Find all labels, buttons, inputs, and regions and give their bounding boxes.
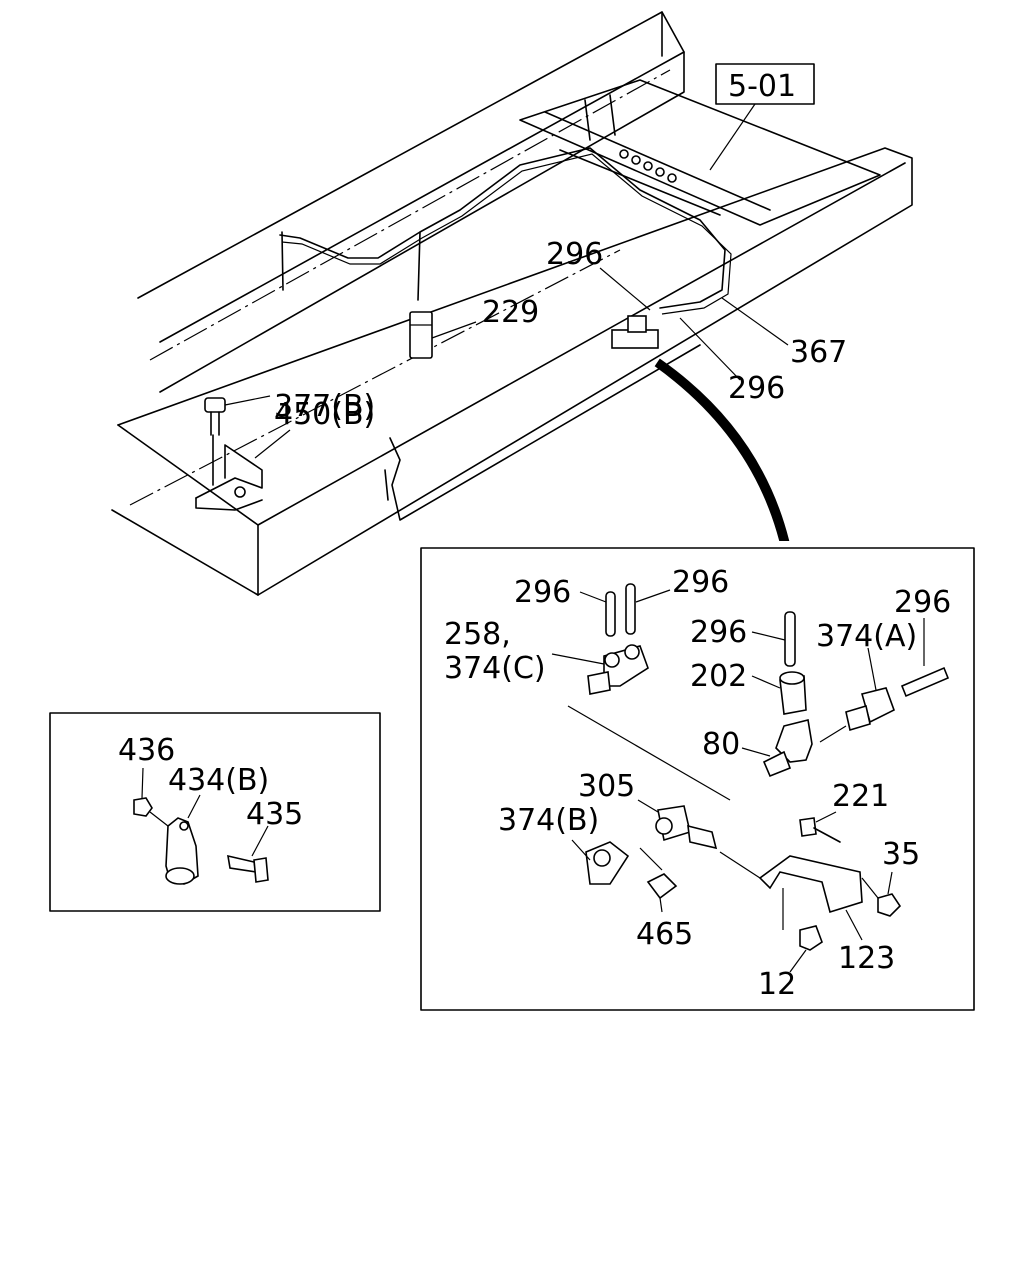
clamp-labels: 436 434(B) 435 [118, 733, 303, 832]
label-374c: 374(C) [444, 651, 546, 686]
label-221: 221 [832, 779, 889, 814]
label-465: 465 [636, 917, 693, 952]
detail-labels: 296 296 258, 374(C) 296 296 374(A) 202 8… [444, 565, 951, 1002]
label-374a: 374(A) [816, 619, 917, 654]
ref-box-label: 5-01 [728, 69, 796, 104]
label-434b: 434(B) [168, 763, 269, 798]
label-305: 305 [578, 769, 635, 804]
label-296-a: 296 [514, 575, 571, 610]
detail-box-clamp [49, 712, 381, 912]
label-450b: 450(B) [274, 397, 375, 432]
detail-box-fittings [420, 547, 975, 1011]
label-374b: 374(B) [498, 803, 599, 838]
label-229: 229 [482, 295, 539, 330]
main-labels: 296 229 367 296 377(B) 450(B) [274, 237, 847, 432]
label-367: 367 [790, 335, 847, 370]
label-258: 258, [444, 617, 511, 652]
label-80: 80 [702, 727, 740, 762]
label-436: 436 [118, 733, 175, 768]
ref-box-text: 5-01 [728, 69, 796, 104]
label-12: 12 [758, 967, 796, 1002]
label-435: 435 [246, 797, 303, 832]
label-377b: 377(B) [274, 389, 375, 424]
label-35: 35 [882, 837, 920, 872]
label-296-top: 296 [546, 237, 603, 272]
label-296-right: 296 [728, 371, 785, 406]
label-296-c: 296 [690, 615, 747, 650]
frame-assembly [111, 11, 913, 596]
label-296-b: 296 [672, 565, 729, 600]
label-123: 123 [838, 941, 895, 976]
label-296-d: 296 [894, 585, 951, 620]
label-202: 202 [690, 659, 747, 694]
